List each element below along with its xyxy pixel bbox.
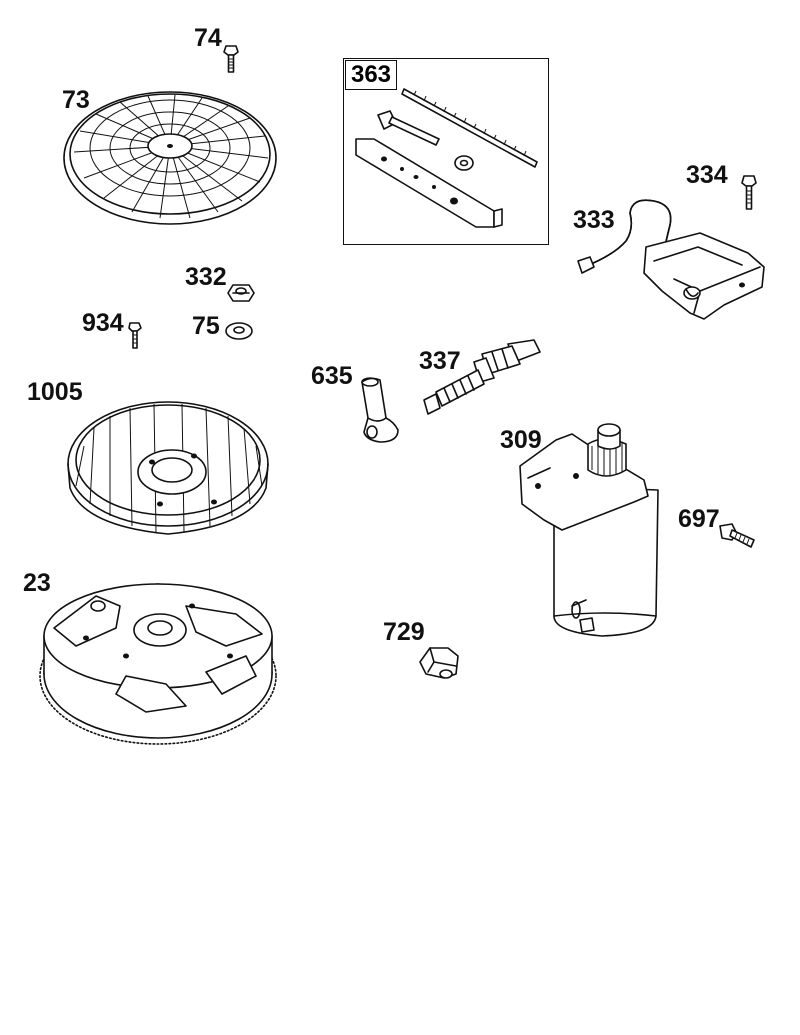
label-635: 635 bbox=[311, 362, 353, 390]
label-697: 697 bbox=[678, 505, 720, 533]
flywheel-23 bbox=[36, 576, 280, 748]
label-75: 75 bbox=[192, 312, 220, 340]
label-334: 334 bbox=[686, 161, 728, 189]
label-73: 73 bbox=[62, 86, 90, 114]
label-333: 333 bbox=[573, 206, 615, 234]
bolt-934 bbox=[128, 321, 144, 351]
bolt-74 bbox=[222, 44, 242, 74]
spark-plug-boot-635 bbox=[354, 374, 408, 446]
nut-332 bbox=[227, 282, 257, 306]
blower-screen-73 bbox=[60, 86, 282, 231]
label-332: 332 bbox=[185, 263, 227, 291]
label-74: 74 bbox=[194, 24, 222, 52]
kit-box-363: 363 bbox=[343, 58, 549, 245]
label-309: 309 bbox=[500, 426, 542, 454]
label-1005: 1005 bbox=[27, 378, 83, 406]
washer-75 bbox=[224, 321, 254, 341]
bolt-334 bbox=[741, 173, 761, 213]
armature-333 bbox=[574, 195, 774, 325]
fan-1005 bbox=[64, 386, 276, 546]
label-337: 337 bbox=[419, 347, 461, 375]
label-934: 934 bbox=[82, 309, 124, 337]
starter-motor-309 bbox=[514, 420, 664, 640]
clip-729 bbox=[416, 644, 464, 682]
label-363: 363 bbox=[345, 60, 397, 90]
screw-697 bbox=[718, 522, 758, 554]
label-23: 23 bbox=[23, 569, 51, 597]
label-729: 729 bbox=[383, 618, 425, 646]
spark-plug-337 bbox=[422, 338, 542, 420]
